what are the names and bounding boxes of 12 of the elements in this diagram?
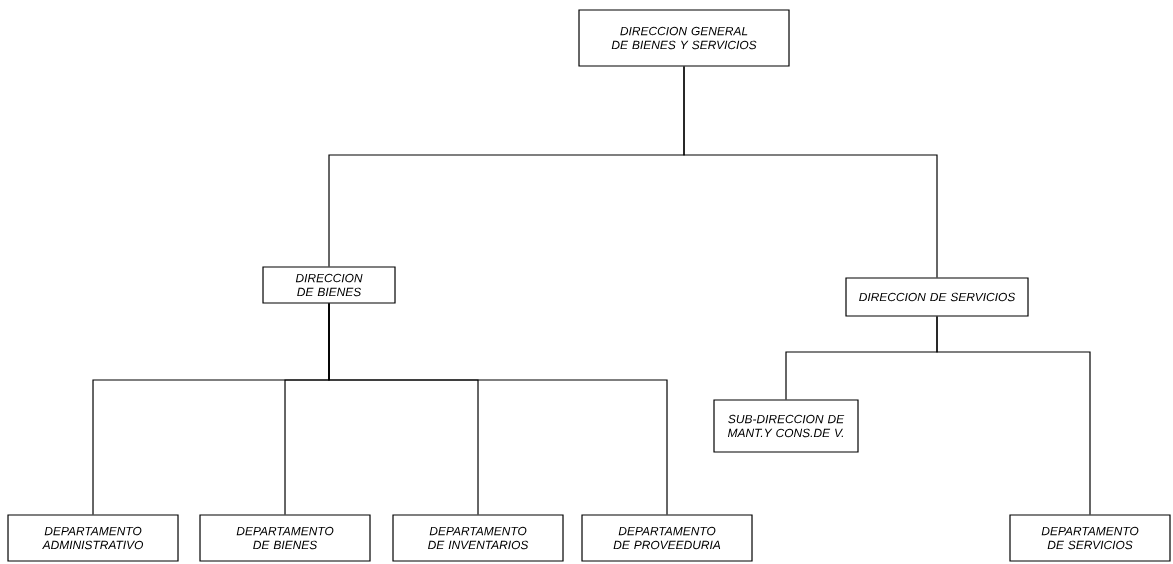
org-box: DIRECCION GENERAL DE BIENES Y SERVICIOS: [578, 9, 790, 67]
connector-line: [328, 303, 668, 515]
connector-line: [683, 66, 938, 278]
org-box: DEPARTAMENTO DE SERVICIOS: [1009, 514, 1171, 562]
org-box: DIRECCION DE BIENES: [262, 266, 396, 304]
org-box: DEPARTAMENTO ADMINISTRATIVO: [7, 514, 179, 562]
org-box: DEPARTAMENTO DE BIENES: [199, 514, 371, 562]
org-box: SUB-DIRECCION DE MANT.Y CONS.DE V.: [713, 399, 859, 453]
org-box: DEPARTAMENTO DE PROVEEDURIA: [581, 514, 753, 562]
org-box: DIRECCION DE SERVICIOS: [845, 277, 1029, 317]
org-box: DEPARTAMENTO DE INVENTARIOS: [392, 514, 564, 562]
connector-line: [936, 316, 1091, 515]
